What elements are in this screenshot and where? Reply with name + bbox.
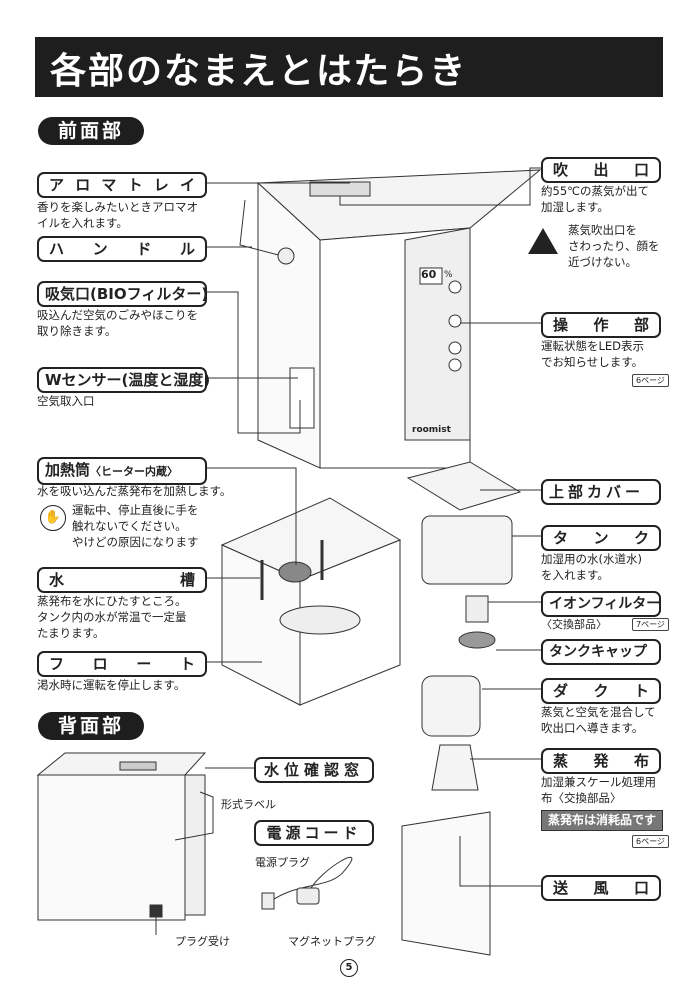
desc-intake: 吸込んだ空気のごみやほこりを 取り除きます。 — [37, 308, 198, 338]
label-power-plug: 電源プラグ — [255, 856, 310, 869]
label-w-sensor: Wセンサー(温度と湿度) — [37, 367, 210, 393]
label-intake: 吸気口(BIOフィルター) — [37, 281, 208, 307]
device-display-value: 60 — [421, 268, 437, 281]
desc-duct: 蒸気と空気を混合して 吹出口へ導きます。 — [541, 705, 656, 735]
hot-warning-icon — [528, 228, 558, 254]
label-model-label: 形式ラベル — [221, 798, 276, 811]
label-heater-tube: 加熱筒〈ヒーター内蔵〉 — [37, 457, 207, 485]
desc-float: 渇水時に運転を停止します。 — [37, 678, 186, 692]
device-brand: roomist — [412, 425, 451, 435]
device-display-unit: % — [444, 270, 453, 280]
title-bar — [35, 37, 663, 97]
desc-heater-tube: 水を吸い込んだ蒸発布を加熱します。 — [37, 484, 232, 498]
label-control: 操作部 — [541, 312, 661, 338]
desc-evap-cloth: 加湿兼スケール処理用 布〈交換部品〉 — [541, 775, 656, 805]
humidifier-back-illustration — [36, 752, 214, 921]
warning-outlet: 蒸気吹出口を さわったり、顔を 近づけない。 — [568, 223, 660, 269]
desc-w-sensor: 空気取入口 — [37, 394, 95, 408]
label-duct: ダクト — [541, 678, 661, 704]
label-water-window: 水位確認窓 — [254, 757, 374, 783]
page-ref-control: 6ページ — [632, 374, 669, 387]
label-tank-cap: タンクキャップ — [541, 639, 661, 665]
label-heater-tube-sub: 〈ヒーター内蔵〉 — [90, 465, 179, 478]
note-evap-consumable: 蒸発布は消耗品です — [541, 810, 663, 831]
label-fan-outlet: 送風口 — [541, 875, 661, 901]
page-ref-evap-cloth: 6ページ — [632, 835, 669, 848]
label-evap-cloth: 蒸発布 — [541, 748, 661, 774]
humidifier-inner-illustration — [220, 497, 402, 706]
desc-aroma-tray: 香りを楽しみたいときアロマオ イルを入れます。 — [37, 200, 198, 230]
section-back: 背面部 — [38, 712, 144, 740]
label-magnet-plug: マグネットプラグ — [288, 935, 376, 948]
warning-heater-tube: 運転中、停止直後に手を 触れないでください。 やけどの原因になります — [72, 503, 199, 549]
desc-tank: 加湿用の水(水道水) を入れます。 — [541, 552, 642, 582]
label-water-basin: 水槽 — [37, 567, 207, 593]
label-aroma-tray: アロマトレイ — [37, 172, 207, 198]
desc-water-basin: 蒸発布を水にひたすところ。 タンク内の水が常温で一定量 たまります。 — [37, 594, 187, 640]
label-top-cover: 上部カバー — [541, 479, 661, 505]
label-tank: タンク — [541, 525, 661, 551]
label-ion-filter: イオンフィルター — [541, 591, 661, 617]
parts-illustration — [401, 461, 522, 956]
power-cord-illustration — [261, 856, 353, 910]
page-number: 5 — [340, 959, 358, 977]
label-plug-receiver: プラグ受け — [175, 935, 230, 948]
page-title: 各部のなまえとはたらき — [50, 51, 468, 92]
section-front: 前面部 — [38, 117, 144, 145]
label-outlet: 吹出口 — [541, 157, 661, 183]
label-handle: ハンドル — [37, 236, 207, 262]
page-ref-ion-filter: 7ページ — [632, 618, 669, 631]
label-float: フロート — [37, 651, 207, 677]
no-touch-icon: ✋ — [40, 505, 66, 531]
desc-control: 運転状態をLED表示 でお知らせします。 — [541, 339, 645, 369]
desc-outlet: 約55℃の蒸気が出て 加湿します。 — [541, 184, 650, 214]
label-power-cord: 電源コード — [254, 820, 374, 846]
humidifier-front-illustration — [239, 169, 542, 469]
desc-ion-filter: 〈交換部品〉 — [541, 618, 607, 631]
label-heater-tube-main: 加熱筒 — [45, 461, 91, 479]
